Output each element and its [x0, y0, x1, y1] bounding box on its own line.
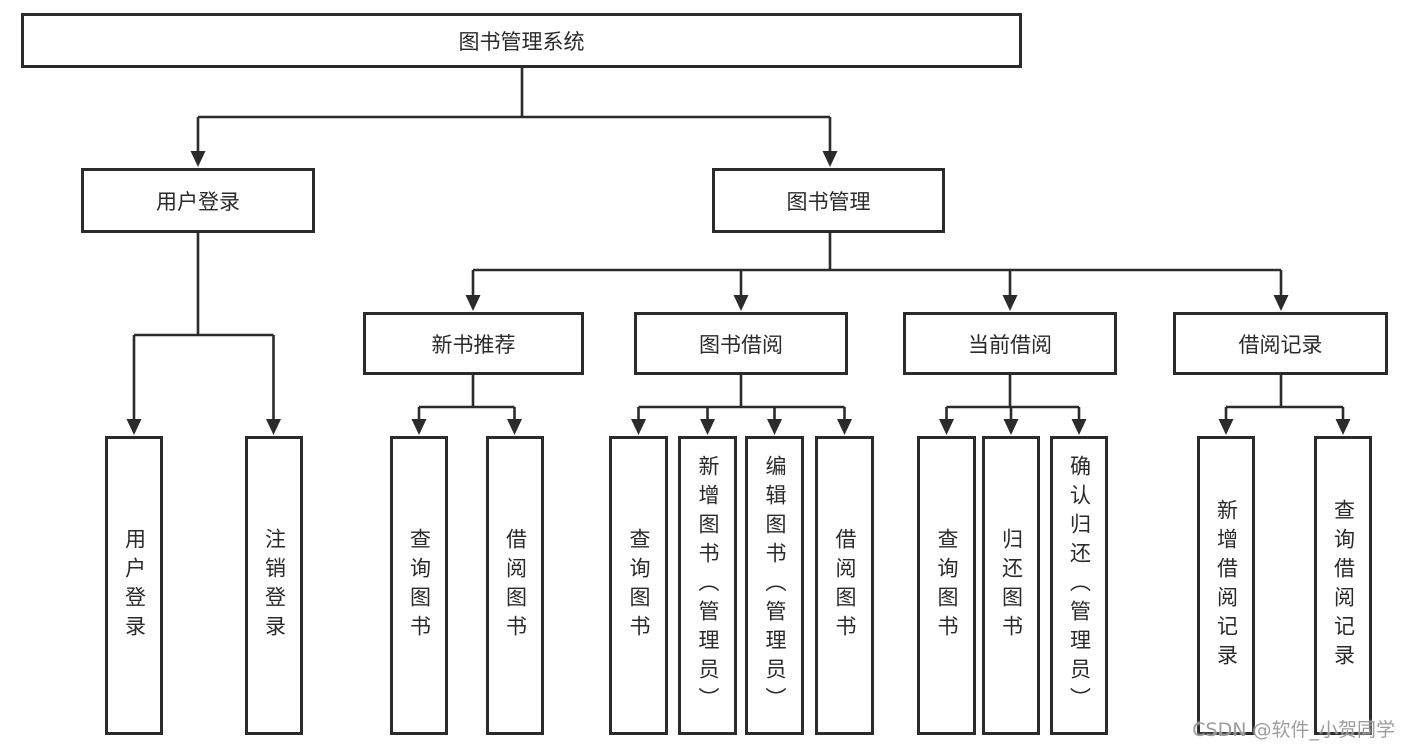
leaf-cb-return-book: 归还图书	[982, 436, 1040, 735]
leaf-cb-query-book-label: 查询图书	[935, 527, 959, 644]
node-user-login: 用户登录	[81, 168, 315, 233]
leaf-bb-borrow-book-label: 借阅图书	[833, 527, 857, 644]
node-current-borrow-label: 当前借阅	[968, 332, 1052, 357]
node-user-login-label: 用户登录	[156, 189, 240, 214]
leaf-logout: 注销登录	[245, 436, 303, 735]
leaf-br-query-record: 查询借阅记录	[1314, 436, 1372, 735]
leaf-br-add-record: 新增借阅记录	[1197, 436, 1255, 735]
leaf-cb-confirm-return-admin: 确认归还（管理员）	[1050, 436, 1108, 735]
node-book-management-label: 图书管理	[786, 189, 871, 214]
leaf-bb-borrow-book: 借阅图书	[815, 436, 874, 735]
connector-user-login-children	[126, 233, 281, 435]
connector-root-to-level2	[190, 68, 838, 167]
leaf-nb-borrow-book-label: 借阅图书	[503, 527, 528, 644]
leaf-cb-query-book: 查询图书	[917, 436, 976, 735]
leaf-logout-label: 注销登录	[262, 527, 287, 644]
connector-borrow-record-children	[1218, 375, 1351, 435]
node-root: 图书管理系统	[21, 13, 1022, 68]
leaf-bb-query-book: 查询图书	[609, 436, 668, 735]
node-book-borrow-label: 图书借阅	[699, 332, 783, 357]
node-new-book-recommend: 新书推荐	[363, 312, 584, 375]
leaf-cb-confirm-return-admin-label: 确认归还（管理员）	[1067, 455, 1092, 716]
leaf-br-add-record-label: 新增借阅记录	[1214, 498, 1239, 673]
connector-book-borrow-children	[631, 375, 852, 435]
leaf-br-query-record-label: 查询借阅记录	[1331, 498, 1356, 673]
leaf-nb-borrow-book: 借阅图书	[486, 436, 544, 735]
connector-book-management-children	[465, 233, 1289, 311]
leaf-bb-edit-book-admin-label: 编辑图书（管理员）	[763, 455, 787, 716]
leaf-user-login: 用户登录	[105, 436, 163, 735]
leaf-nb-query-book-label: 查询图书	[407, 527, 432, 644]
leaf-nb-query-book: 查询图书	[390, 436, 448, 735]
node-book-borrow: 图书借阅	[634, 312, 848, 375]
node-root-label: 图书管理系统	[458, 29, 585, 54]
leaf-bb-add-book-admin-label: 新增图书（管理员）	[696, 455, 720, 716]
leaf-bb-edit-book-admin: 编辑图书（管理员）	[745, 436, 804, 735]
node-borrow-record: 借阅记录	[1173, 312, 1388, 375]
node-current-borrow: 当前借阅	[903, 312, 1117, 375]
leaf-bb-query-book-label: 查询图书	[627, 527, 651, 644]
leaf-user-login-label: 用户登录	[122, 527, 147, 644]
leaf-cb-return-book-label: 归还图书	[999, 527, 1024, 644]
connector-new-book-recommend-children	[411, 375, 522, 435]
leaf-bb-add-book-admin: 新增图书（管理员）	[678, 436, 737, 735]
node-borrow-record-label: 借阅记录	[1238, 332, 1323, 357]
node-book-management: 图书管理	[712, 168, 945, 233]
csdn-watermark: CSDN @软件_小贺同学	[1192, 719, 1395, 741]
connector-current-borrow-children	[939, 375, 1087, 435]
node-new-book-recommend-label: 新书推荐	[431, 332, 516, 357]
